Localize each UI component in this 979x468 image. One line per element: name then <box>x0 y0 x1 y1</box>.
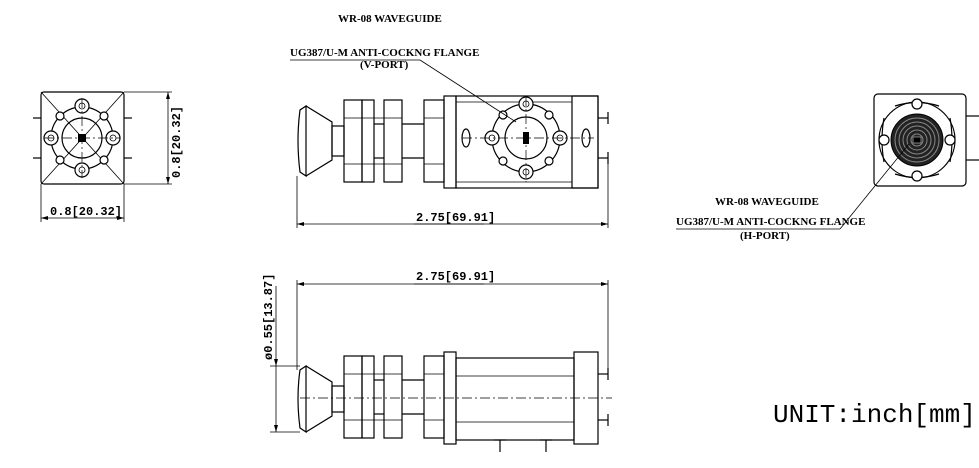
hport-port-label: (H-PORT) <box>740 230 790 242</box>
end-view <box>676 93 979 230</box>
vport-flange-label: UG387/U-M ANTI-COCKNG FLANGE <box>290 47 479 59</box>
hport-flange-label: UG387/U-M ANTI-COCKNG FLANGE <box>676 216 865 228</box>
side-length-dimension: 2.75[69.91] <box>416 211 495 225</box>
vport-title: WR-08 WAVEGUIDE <box>338 13 442 25</box>
hport-title: WR-08 WAVEGUIDE <box>715 196 819 208</box>
front-height-dimension: 0.8[20.32] <box>170 106 184 178</box>
vport-port-label: (V-PORT) <box>360 59 409 71</box>
top-view <box>270 280 612 452</box>
side-view <box>290 59 609 228</box>
unit-label: UNIT:inch[mm] <box>773 400 976 430</box>
top-length-dimension: 2.75[69.91] <box>416 270 495 284</box>
front-width-dimension: 0.8[20.32] <box>50 205 122 219</box>
front-view <box>33 91 172 222</box>
diameter-dimension: ø0.55[13.87] <box>262 274 276 360</box>
